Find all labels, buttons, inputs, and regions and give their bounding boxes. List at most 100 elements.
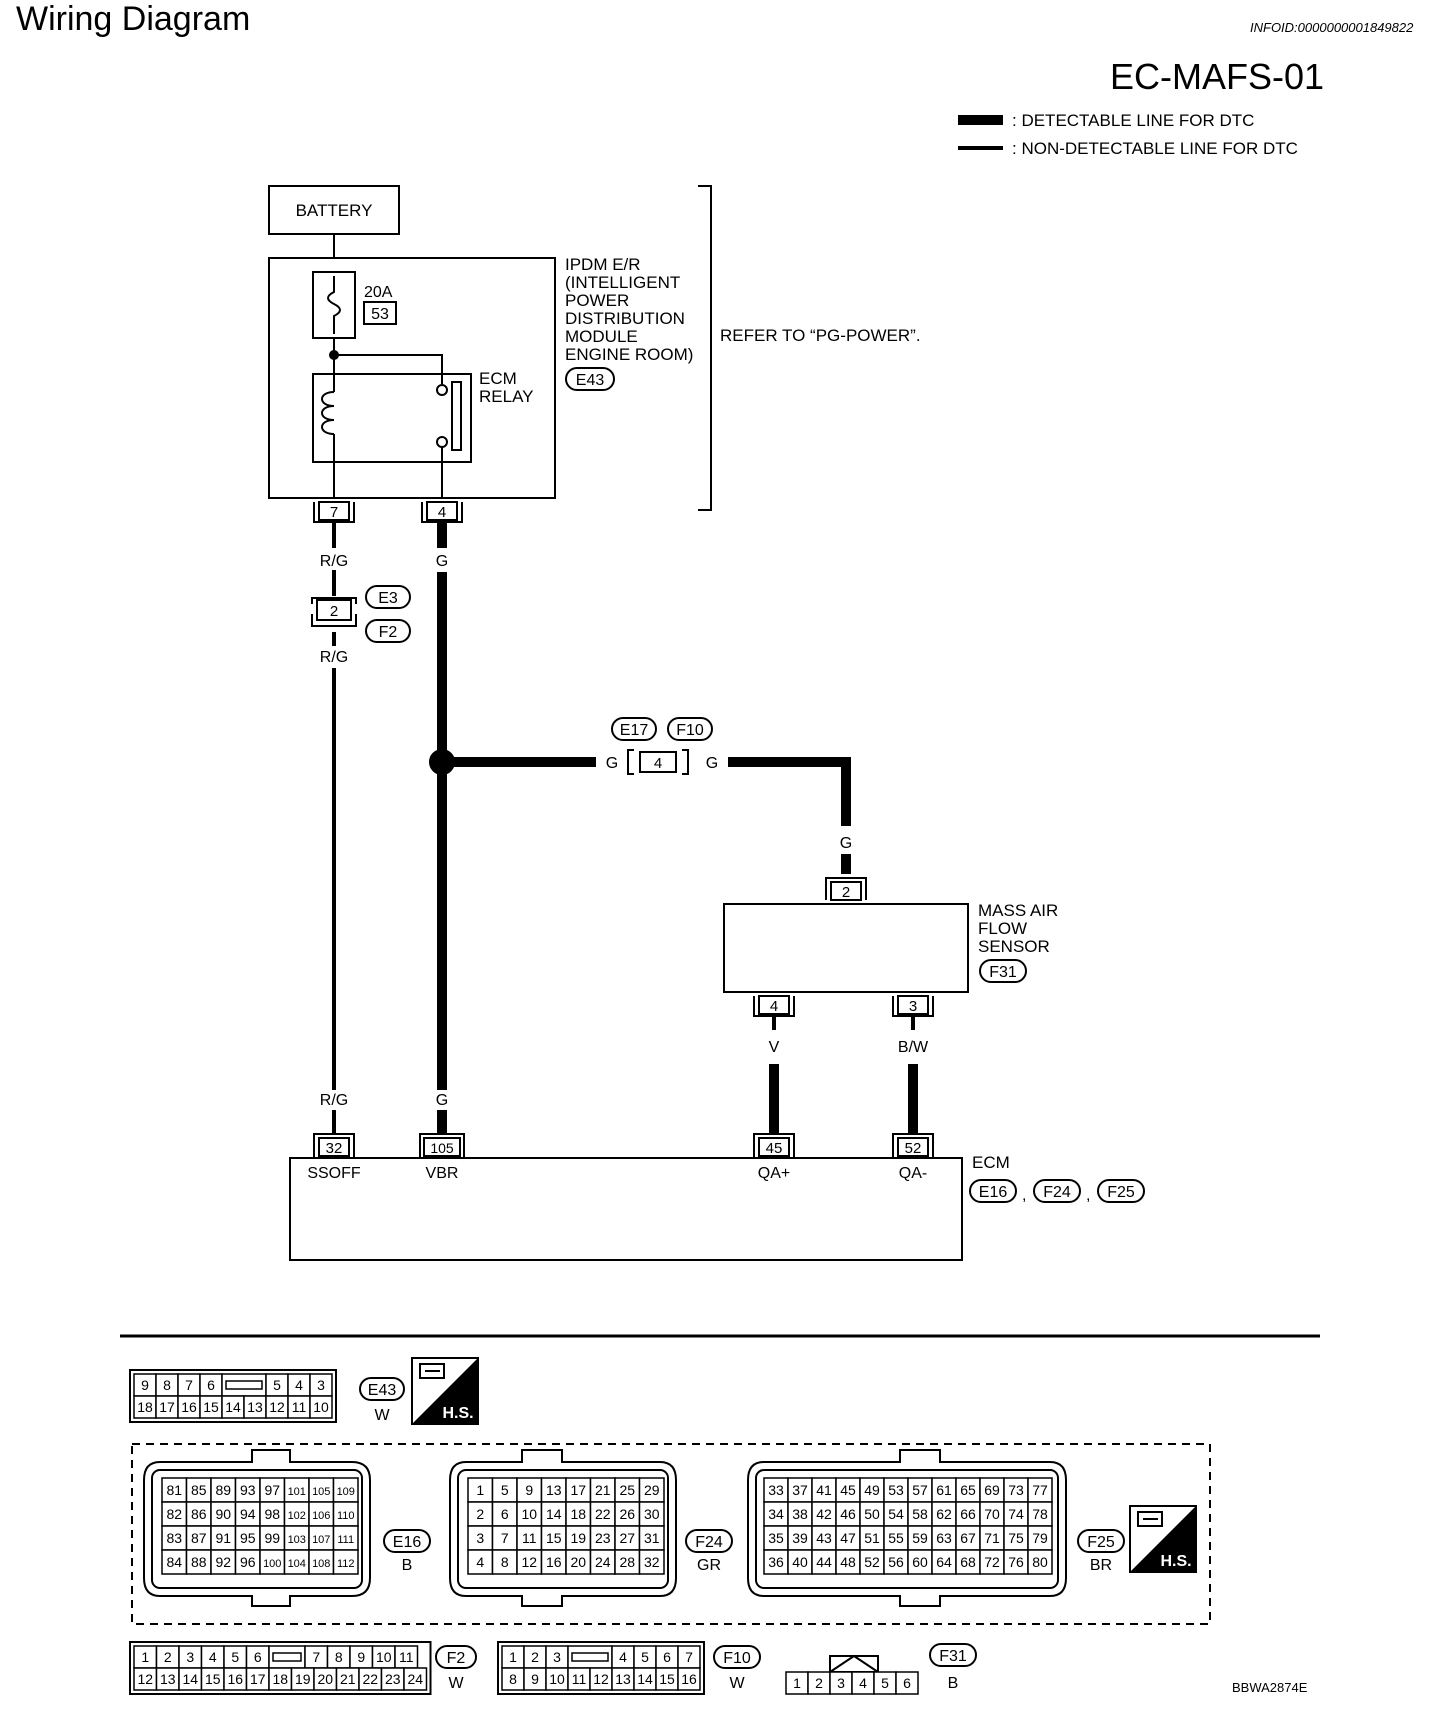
pin-number: 87 [191,1530,207,1546]
hs-badge-e43: H.S. [411,1357,479,1425]
pin-number: 15 [205,1671,221,1687]
svg-text:F25: F25 [1107,1184,1135,1201]
pin-number: 36 [768,1554,784,1570]
svg-text:B/W: B/W [898,1039,929,1056]
pin-number: 60 [912,1554,928,1570]
pin-number: 106 [312,1510,330,1522]
pin-number: 56 [888,1554,904,1570]
pin-number: 20 [317,1671,333,1687]
svg-text:2: 2 [842,884,850,901]
svg-text:4: 4 [438,504,446,521]
svg-text:(INTELLIGENT: (INTELLIGENT [565,273,680,292]
pin-number: 9 [531,1671,539,1687]
pin-number: 6 [254,1649,262,1665]
pin-number: 11 [572,1671,587,1687]
svg-text:G: G [436,1092,448,1109]
svg-text:F31: F31 [939,1648,967,1665]
pin-number: 7 [501,1530,509,1546]
svg-text:W: W [729,1675,745,1692]
pin-number: 78 [1032,1506,1048,1522]
pin-number: 23 [595,1530,611,1546]
pin-number: 16 [181,1399,197,1415]
pin-number: 3 [476,1530,484,1546]
pin-number: 43 [816,1530,832,1546]
pin-number: 54 [888,1506,904,1522]
svg-text:3: 3 [909,998,917,1015]
pin-number: 3 [186,1649,194,1665]
pin-number: 108 [312,1558,330,1570]
pin-number: 1 [141,1649,149,1665]
svg-text:SSOFF: SSOFF [307,1165,361,1182]
pin-number: 2 [531,1649,539,1665]
pin-number: 30 [644,1506,660,1522]
pin-number: 17 [570,1482,586,1498]
maf-terminal-3: 3 [892,995,934,1017]
ipdm-er-box: 20A 53 ECM RELAY [268,257,556,499]
pin-number: 84 [166,1554,182,1570]
svg-text:R/G: R/G [320,649,348,666]
connector-tag-e43: E43 [565,367,615,391]
pin-number: 11 [292,1399,307,1415]
svg-text:E43: E43 [368,1382,397,1399]
refer-bracket [698,185,712,511]
legend-detectable-label: : DETECTABLE LINE FOR DTC [1012,111,1254,130]
pin-number: 21 [340,1671,356,1687]
pin-number: 10 [521,1506,537,1522]
pin-number: 3 [553,1649,561,1665]
pin-number: 33 [768,1482,784,1498]
pin-number: 90 [215,1506,231,1522]
legend-non-detectable-label: : NON-DETECTABLE LINE FOR DTC [1012,139,1298,158]
ipdm-label: IPDM E/R (INTELLIGENT POWER DISTRIBUTION… [565,255,693,364]
pin-number: 5 [231,1649,239,1665]
svg-text:52: 52 [905,1140,922,1157]
ecm-terminal-105: 105 [419,1133,465,1158]
pin-number: 44 [816,1554,832,1570]
pin-number: 109 [337,1486,355,1498]
pin-number: 49 [864,1482,880,1498]
svg-text:G: G [436,553,448,570]
svg-text:QA+: QA+ [758,1165,790,1182]
pin-number: 66 [960,1506,976,1522]
pin-number: 21 [595,1482,611,1498]
pin-number: 11 [522,1530,537,1546]
pin-number: 2 [815,1675,823,1691]
pin-number: 23 [385,1671,401,1687]
pin-number: 16 [227,1671,243,1687]
pin-number: 76 [1008,1554,1024,1570]
svg-text:R/G: R/G [320,553,348,570]
pin-number: 5 [641,1649,649,1665]
svg-text:SENSOR: SENSOR [978,937,1050,956]
pin-number: 8 [335,1649,343,1665]
pin-number: 13 [160,1671,176,1687]
svg-text:F10: F10 [676,722,704,739]
pin-number: 27 [619,1530,635,1546]
pin-number: 9 [357,1649,365,1665]
pin-number: 48 [840,1554,856,1570]
svg-text:GR: GR [697,1557,721,1574]
svg-text:VBR: VBR [426,1165,459,1182]
pin-number: 16 [546,1554,562,1570]
svg-text:E43: E43 [576,372,605,389]
pin-number: 15 [546,1530,562,1546]
pin-number: 3 [317,1377,325,1393]
svg-text:4: 4 [770,998,778,1015]
pin-number: 67 [960,1530,976,1546]
pin-number: 17 [250,1671,266,1687]
pin-number: 14 [637,1671,653,1687]
pin-number: 2 [476,1506,484,1522]
pin-number: 55 [888,1530,904,1546]
pin-number: 9 [525,1482,533,1498]
svg-text:FLOW: FLOW [978,919,1027,938]
pin-number: 86 [191,1506,207,1522]
pin-number: 38 [792,1506,808,1522]
pin-number: 104 [288,1558,306,1570]
pin-number: 13 [615,1671,631,1687]
relay-label-2: RELAY [479,387,534,406]
maf-label: MASS AIR FLOW SENSOR [978,901,1058,956]
pin-number: 53 [888,1482,904,1498]
svg-text:POWER: POWER [565,291,629,310]
connector-tag-f31-view: F31 B [929,1643,977,1692]
pin-number: 12 [593,1671,609,1687]
